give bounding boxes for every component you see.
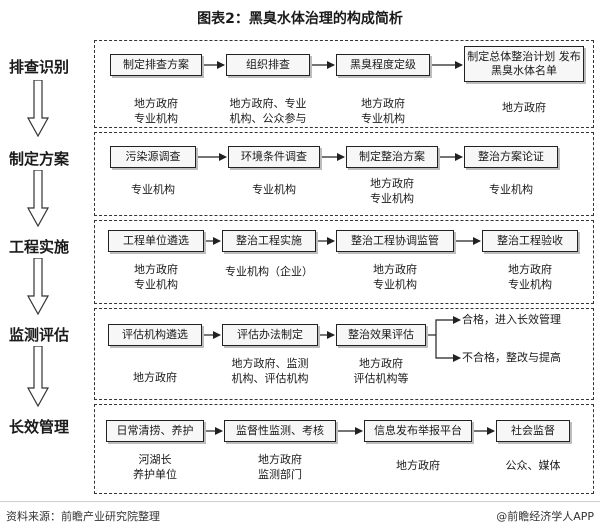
step-owner: 地方政府、监测 机构、评估机构 bbox=[231, 357, 309, 385]
footer-brand: @前瞻经济学人APP bbox=[496, 510, 594, 523]
step-box: 制定整治方案 bbox=[346, 146, 438, 168]
step-owner: 地方政府、专业 机构、公众参与 bbox=[229, 97, 307, 125]
stage-label-implement: 工程实施 bbox=[8, 238, 69, 256]
row-container-evaluate bbox=[94, 308, 594, 400]
down-arrow-icon bbox=[26, 346, 50, 408]
row-container-implement bbox=[94, 220, 594, 304]
step-box: 黑臭程度定级 bbox=[336, 54, 430, 76]
step-owner: 地方政府 专业机构 bbox=[361, 97, 405, 125]
step-box: 整治工程验收 bbox=[482, 230, 578, 252]
step-box: 整治工程实施 bbox=[222, 230, 316, 252]
step-owner: 公众、媒体 bbox=[505, 459, 561, 472]
row-container-plan bbox=[94, 132, 594, 216]
row-container-identify bbox=[94, 40, 594, 128]
step-owner: 地方政府 专业机构 bbox=[373, 263, 417, 291]
outcome-pass: 合格，进入长效管理 bbox=[462, 313, 561, 326]
step-box: 评估机构遴选 bbox=[108, 324, 202, 346]
step-box: 监督性监测、考核 bbox=[224, 420, 336, 442]
stage-label-plan: 制定方案 bbox=[8, 150, 69, 168]
step-box: 整治效果评估 bbox=[336, 324, 426, 346]
step-owner: 地方政府 专业机构 bbox=[134, 263, 178, 291]
step-owner: 河湖长 养护单位 bbox=[133, 453, 177, 481]
outcome-fail: 不合格，整改与提高 bbox=[462, 351, 561, 364]
step-owner: 地方政府 专业机构 bbox=[508, 263, 552, 291]
flow-arrow-fail bbox=[435, 335, 461, 362]
step-owner: 专业机构 bbox=[131, 183, 175, 196]
step-box: 信息发布举报平台 bbox=[364, 420, 472, 442]
step-box: 环境条件调查 bbox=[228, 146, 320, 168]
chart-title: 图表2：黑臭水体治理的构成简析 bbox=[197, 11, 403, 27]
footer-source: 资料来源：前瞻产业研究院整理 bbox=[6, 510, 160, 523]
step-owner: 地方政府 专业机构 bbox=[134, 97, 178, 125]
step-owner: 专业机构 bbox=[252, 183, 296, 196]
down-arrow-icon bbox=[26, 170, 50, 228]
step-owner: 地方政府 bbox=[133, 371, 177, 384]
step-box: 制定总体整治计划 发布黑臭水体名单 bbox=[464, 46, 584, 82]
step-box: 污染源调查 bbox=[110, 146, 196, 168]
step-box: 组织排查 bbox=[226, 54, 310, 76]
stage-label-evaluate: 监测评估 bbox=[8, 326, 69, 344]
step-box: 工程单位遴选 bbox=[108, 230, 204, 252]
step-owner: 地方政府 bbox=[396, 459, 440, 472]
step-box: 整治方案论证 bbox=[464, 146, 558, 168]
down-arrow-icon bbox=[26, 80, 50, 138]
step-owner: 地方政府 专业机构 bbox=[370, 177, 414, 205]
stage-label-identify: 排查识别 bbox=[8, 58, 69, 76]
step-box: 评估办法制定 bbox=[222, 324, 318, 346]
step-owner: 地方政府 bbox=[502, 101, 546, 114]
stage-label-longterm: 长效管理 bbox=[8, 418, 69, 436]
step-box: 社会监督 bbox=[496, 420, 570, 442]
flow-arrow-pass bbox=[435, 316, 461, 335]
step-owner: 专业机构（企业） bbox=[225, 265, 313, 278]
down-arrow-icon bbox=[26, 258, 50, 316]
step-box: 日常清捞、养护 bbox=[106, 420, 204, 442]
footer-divider bbox=[0, 501, 600, 502]
step-owner: 专业机构 bbox=[489, 183, 533, 196]
row-container-longterm bbox=[94, 404, 594, 494]
step-owner: 地方政府 评估机构等 bbox=[353, 357, 409, 385]
step-box: 整治工程协调监管 bbox=[336, 230, 454, 252]
step-owner: 地方政府 监测部门 bbox=[258, 453, 302, 481]
step-box: 制定排查方案 bbox=[110, 54, 202, 76]
